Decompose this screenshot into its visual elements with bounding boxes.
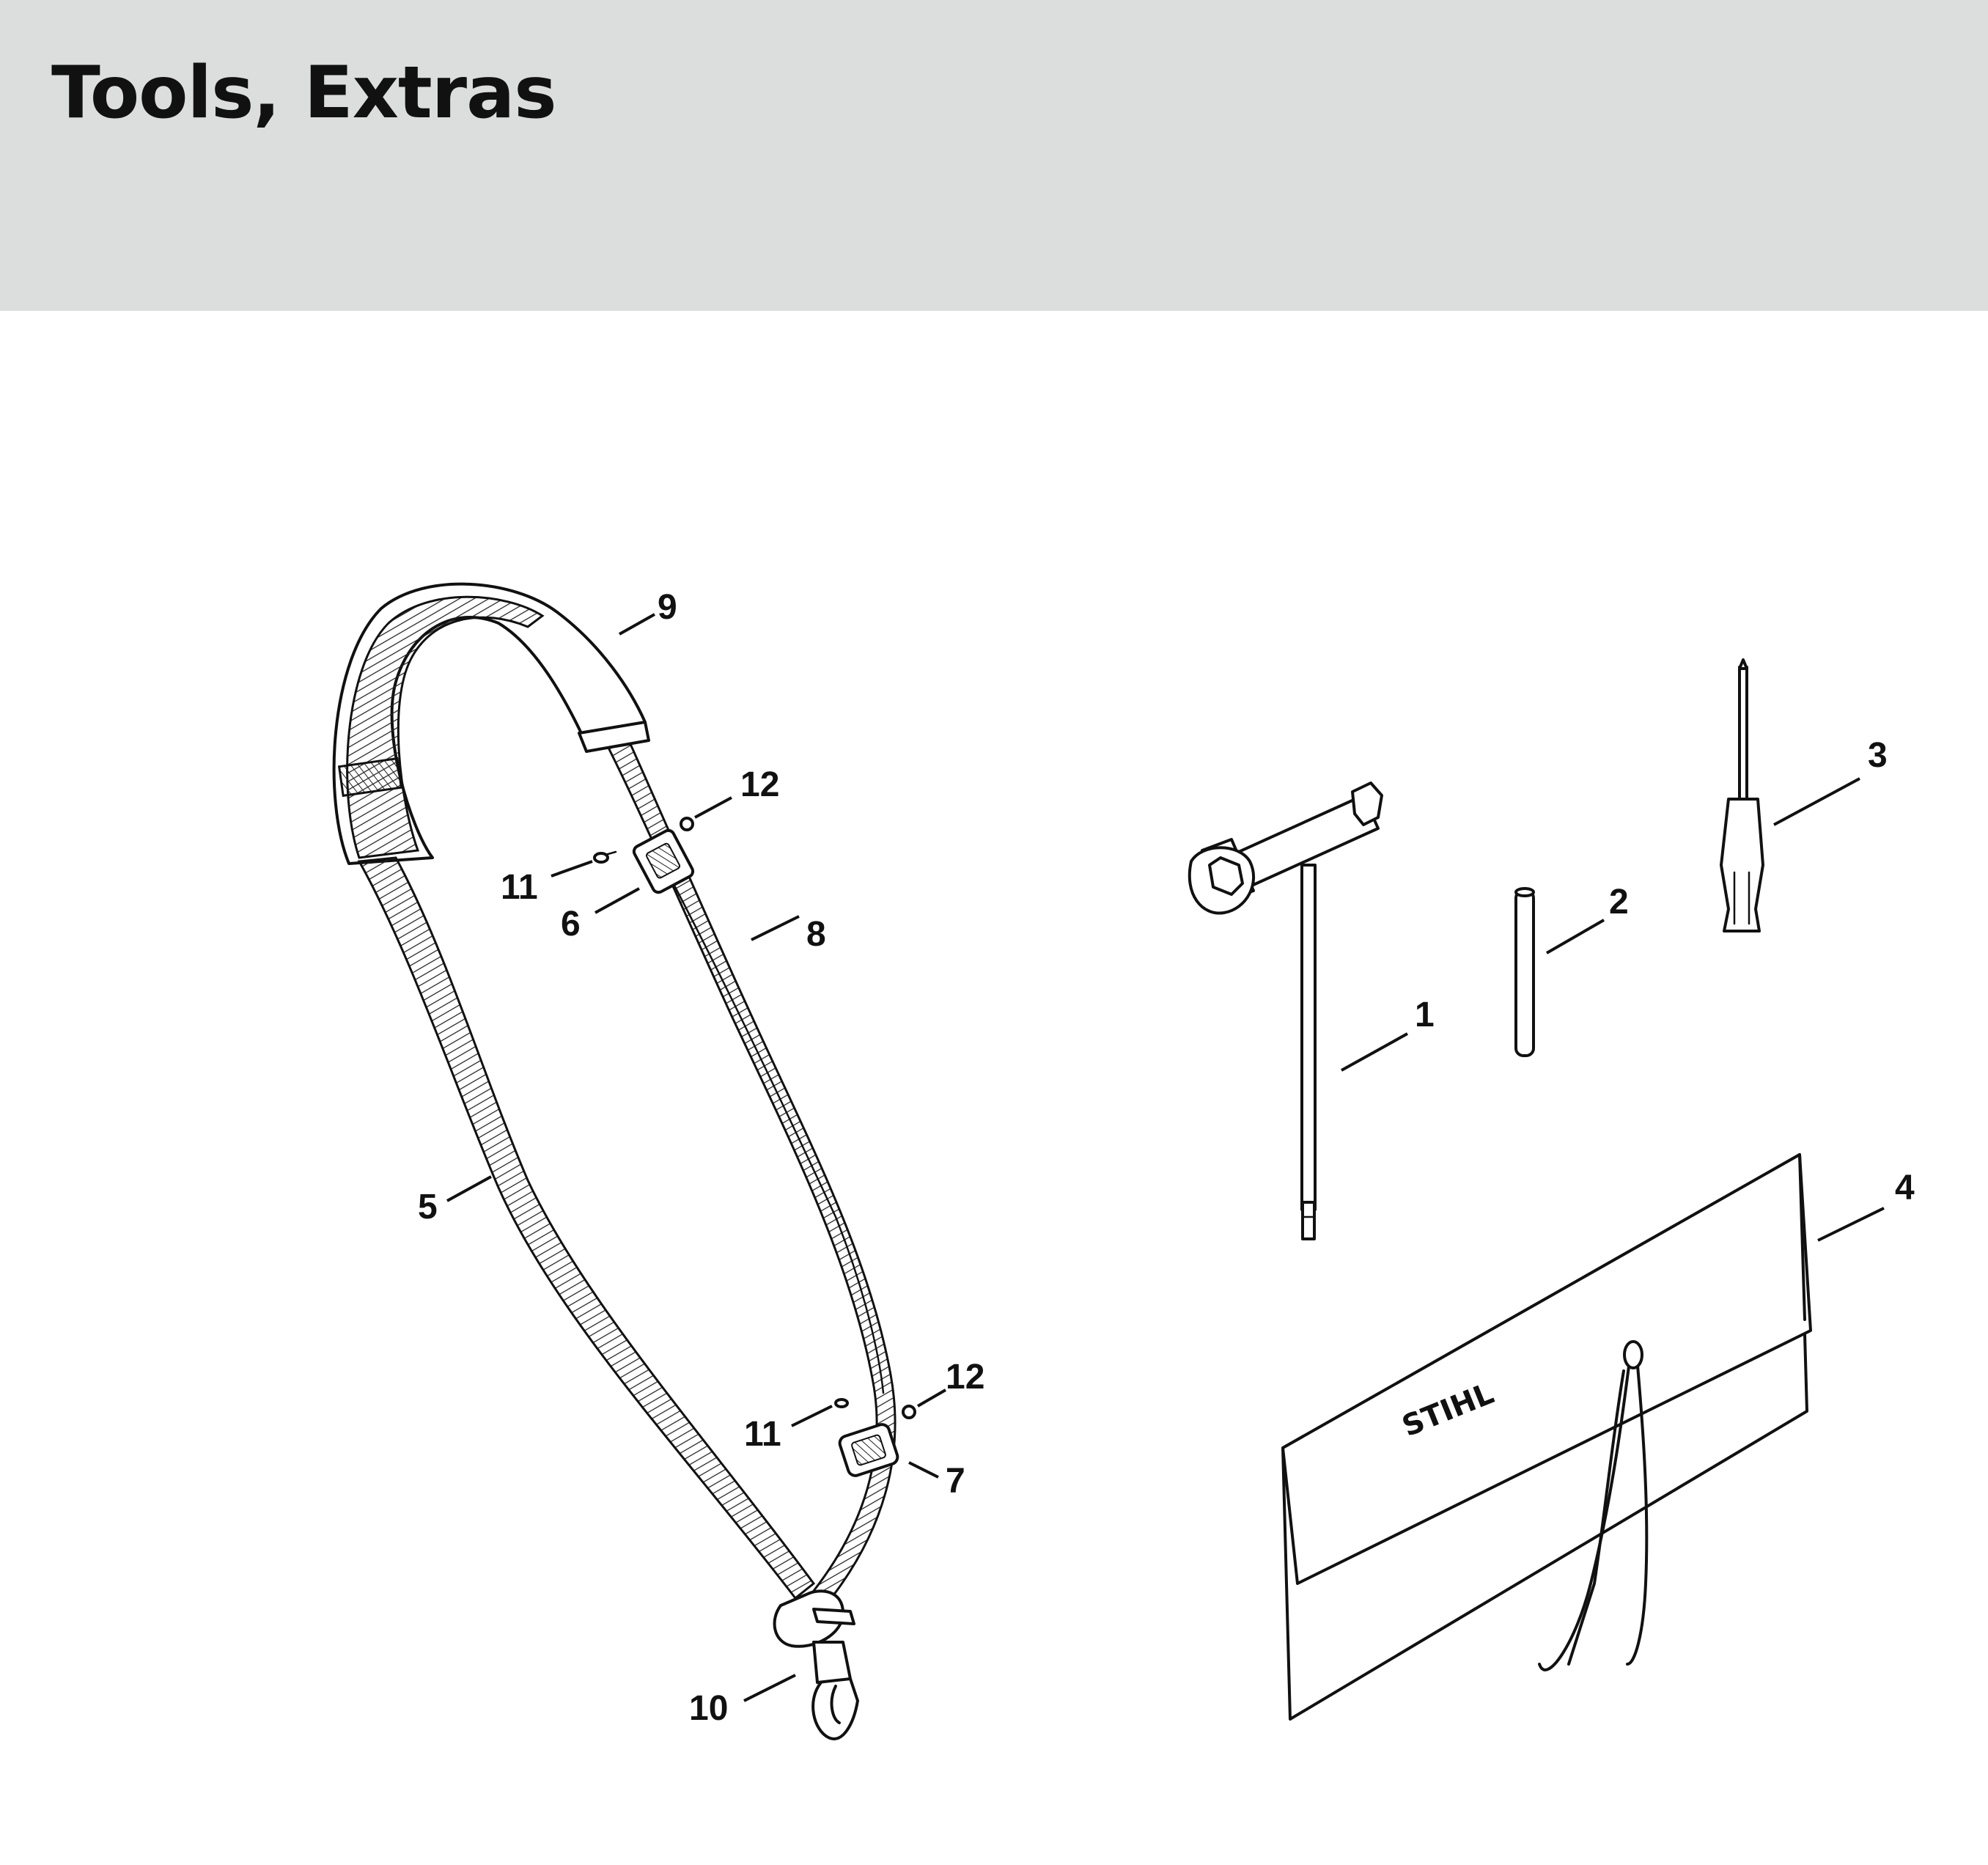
callout-1-label: 1 bbox=[1415, 996, 1435, 1034]
callout-8-label: 8 bbox=[806, 915, 826, 954]
callout-12-lower: 12 bbox=[916, 1358, 984, 1408]
callouts: 9 12 11 6 8 5 12 11 bbox=[418, 588, 1915, 1728]
upper-screw bbox=[593, 850, 617, 864]
callout-11-upper: 11 bbox=[501, 860, 593, 907]
tool-pouch: STIHL bbox=[1281, 1153, 1812, 1721]
harness-illustration bbox=[332, 582, 916, 1740]
upper-buckle bbox=[632, 828, 695, 894]
combination-wrench bbox=[1188, 781, 1383, 1240]
lower-screw bbox=[834, 1398, 849, 1408]
screwdriver bbox=[1720, 658, 1764, 933]
callout-5: 5 bbox=[418, 1175, 492, 1226]
callout-1: 1 bbox=[1341, 996, 1435, 1072]
callout-5-label: 5 bbox=[418, 1188, 438, 1226]
callout-6: 6 bbox=[561, 887, 640, 943]
callout-2-label: 2 bbox=[1609, 883, 1629, 922]
carabiner bbox=[773, 1589, 859, 1740]
callout-3-label: 3 bbox=[1868, 736, 1888, 775]
long-strap bbox=[357, 856, 816, 1600]
page-title: Tools, Extras bbox=[51, 51, 557, 135]
callout-9: 9 bbox=[619, 588, 677, 636]
callout-11-upper-label: 11 bbox=[501, 868, 538, 907]
callout-12-upper-label: 12 bbox=[740, 765, 779, 804]
callout-10: 10 bbox=[689, 1674, 796, 1728]
callout-12-lower-label: 12 bbox=[946, 1358, 984, 1397]
callout-9-label: 9 bbox=[658, 588, 677, 627]
callout-3: 3 bbox=[1773, 736, 1888, 826]
lower-buckle bbox=[838, 1423, 899, 1477]
upper-nut bbox=[680, 817, 694, 831]
callout-4-label: 4 bbox=[1895, 1169, 1915, 1207]
callout-12-upper: 12 bbox=[694, 765, 779, 819]
callout-4: 4 bbox=[1817, 1169, 1915, 1242]
callout-2: 2 bbox=[1546, 883, 1629, 954]
callout-7-label: 7 bbox=[946, 1462, 965, 1501]
callout-7: 7 bbox=[908, 1461, 965, 1501]
header-band: Tools, Extras bbox=[0, 0, 1988, 311]
callout-11-lower: 11 bbox=[744, 1405, 833, 1454]
callout-11-lower-label: 11 bbox=[744, 1415, 781, 1454]
pin bbox=[1514, 887, 1535, 1057]
callout-6-label: 6 bbox=[561, 905, 581, 943]
callout-10-label: 10 bbox=[689, 1689, 728, 1728]
lower-nut bbox=[902, 1405, 916, 1419]
shoulder-pad bbox=[332, 582, 650, 865]
callout-8: 8 bbox=[751, 915, 826, 954]
